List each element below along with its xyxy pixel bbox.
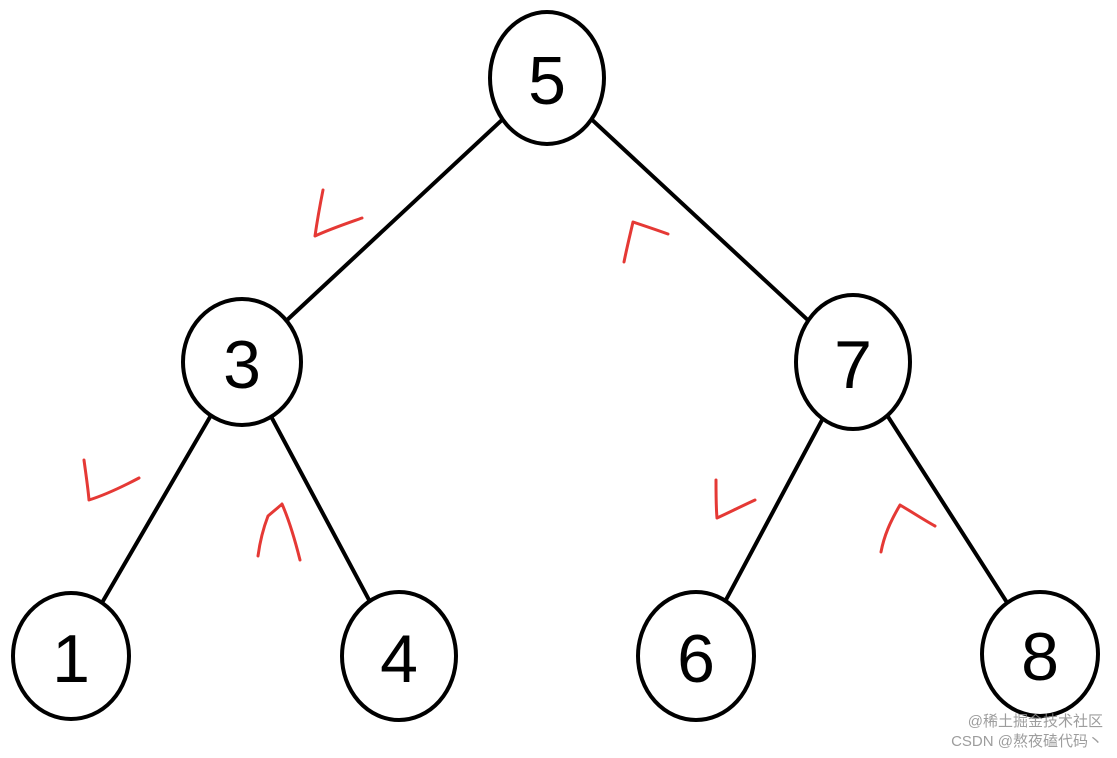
node-circle-3 [181,297,303,427]
edge-7-6 [722,415,826,605]
tree-node-5: 5 [488,10,606,146]
less-than-mark-3-1 [82,458,141,502]
tree-node-4: 4 [340,590,458,722]
node-label-1: 1 [52,621,90,697]
edge-5-3 [283,116,506,324]
tree-node-3: 3 [181,297,303,427]
edges-layer [99,116,1011,607]
edge-3-1 [99,411,214,607]
node-label-8: 8 [1021,619,1059,695]
less-than-mark-5-3 [313,188,364,238]
comparison-marks-layer [82,188,937,562]
node-circle-4 [340,590,458,722]
node-circle-6 [636,590,756,722]
tree-node-1: 1 [11,591,131,721]
watermark: @稀土掘金技术社区 CSDN @熬夜磕代码丶 [951,712,1103,752]
node-label-7: 7 [834,327,872,403]
node-circle-1 [11,591,131,721]
nodes-layer: 5 3 7 1 4 6 8 [11,10,1100,722]
watermark-line-1: @稀土掘金技术社区 [967,713,1103,730]
node-label-3: 3 [223,327,261,403]
greater-than-mark-3-4 [256,502,302,562]
tree-node-6: 6 [636,590,756,722]
watermark-line-2: CSDN @熬夜磕代码丶 [951,733,1103,750]
node-circle-8 [980,590,1100,718]
edge-5-7 [588,116,812,324]
node-label-6: 6 [677,621,715,697]
less-than-mark-7-6 [714,478,757,520]
node-circle-7 [794,293,912,431]
node-label-4: 4 [380,621,418,697]
node-circle-5 [488,10,606,146]
node-label-5: 5 [528,43,566,119]
edge-3-4 [268,413,373,605]
edge-7-8 [884,412,1011,607]
greater-than-mark-7-8 [879,503,937,554]
tree-node-7: 7 [794,293,912,431]
tree-node-8: 8 [980,590,1100,718]
greater-than-mark-5-7 [622,220,670,264]
